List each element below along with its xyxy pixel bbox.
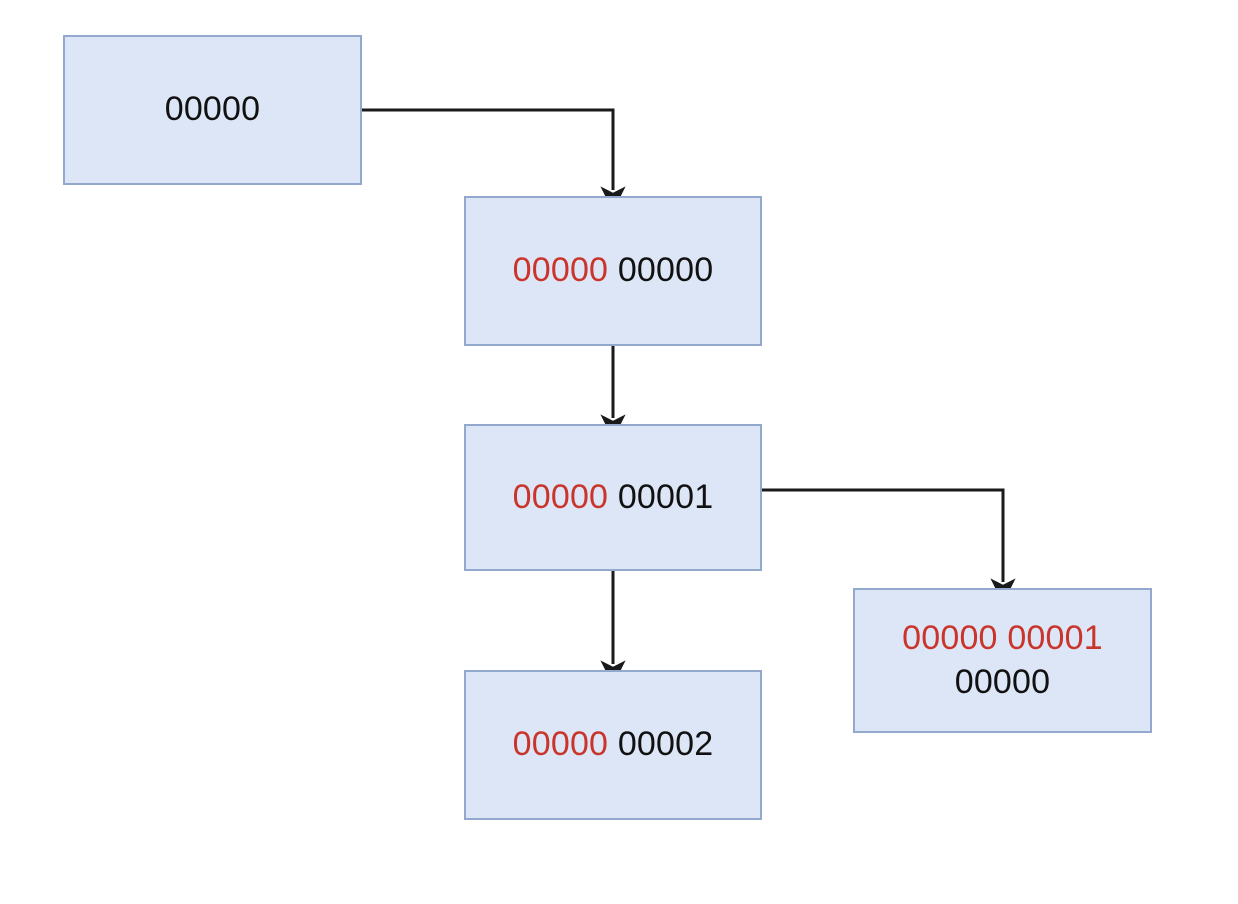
node-00000-00001-label: 00000 00001 (513, 476, 714, 520)
text-segment-accent: 00000 (512, 477, 609, 516)
text-segment-space (608, 251, 618, 289)
node-text-line: 00000 00001 (902, 617, 1103, 661)
text-segment-primary: 00000 (954, 662, 1051, 701)
node-00000[interactable]: 00000 (63, 35, 362, 185)
connector-root-to-second (362, 108, 626, 212)
node-text-line: 00000 (165, 88, 261, 132)
node-00000-00001[interactable]: 00000 00001 (464, 424, 762, 571)
node-00000-00001-00000[interactable]: 00000 00001 00000 (853, 588, 1152, 733)
node-text-line: 00000 (902, 661, 1103, 705)
text-segment-accent: 00000 (512, 725, 609, 764)
node-00000-00002[interactable]: 00000 00002 (464, 670, 762, 820)
text-segment-accent: 00000 (512, 251, 609, 290)
text-segment-primary: 00000 (164, 90, 261, 129)
node-00000-label: 00000 (165, 88, 261, 132)
node-text-line: 00000 00000 (513, 249, 714, 293)
node-00000-00000[interactable]: 00000 00000 (464, 196, 762, 346)
text-segment-primary: 00001 (617, 477, 714, 516)
node-00000-00000-label: 00000 00000 (513, 249, 714, 293)
connector-third-to-branch (762, 488, 1016, 604)
text-segment-primary: 00000 (617, 251, 714, 290)
node-text-line: 00000 00002 (513, 723, 714, 767)
node-00000-00001-00000-label: 00000 00001 00000 (902, 617, 1103, 704)
text-segment-primary: 00002 (617, 725, 714, 764)
text-segment-accent: 00000 00001 (902, 618, 1103, 657)
text-segment-space (608, 478, 618, 516)
node-text-line: 00000 00001 (513, 476, 714, 520)
node-00000-00002-label: 00000 00002 (513, 723, 714, 767)
text-segment-space (608, 725, 618, 763)
